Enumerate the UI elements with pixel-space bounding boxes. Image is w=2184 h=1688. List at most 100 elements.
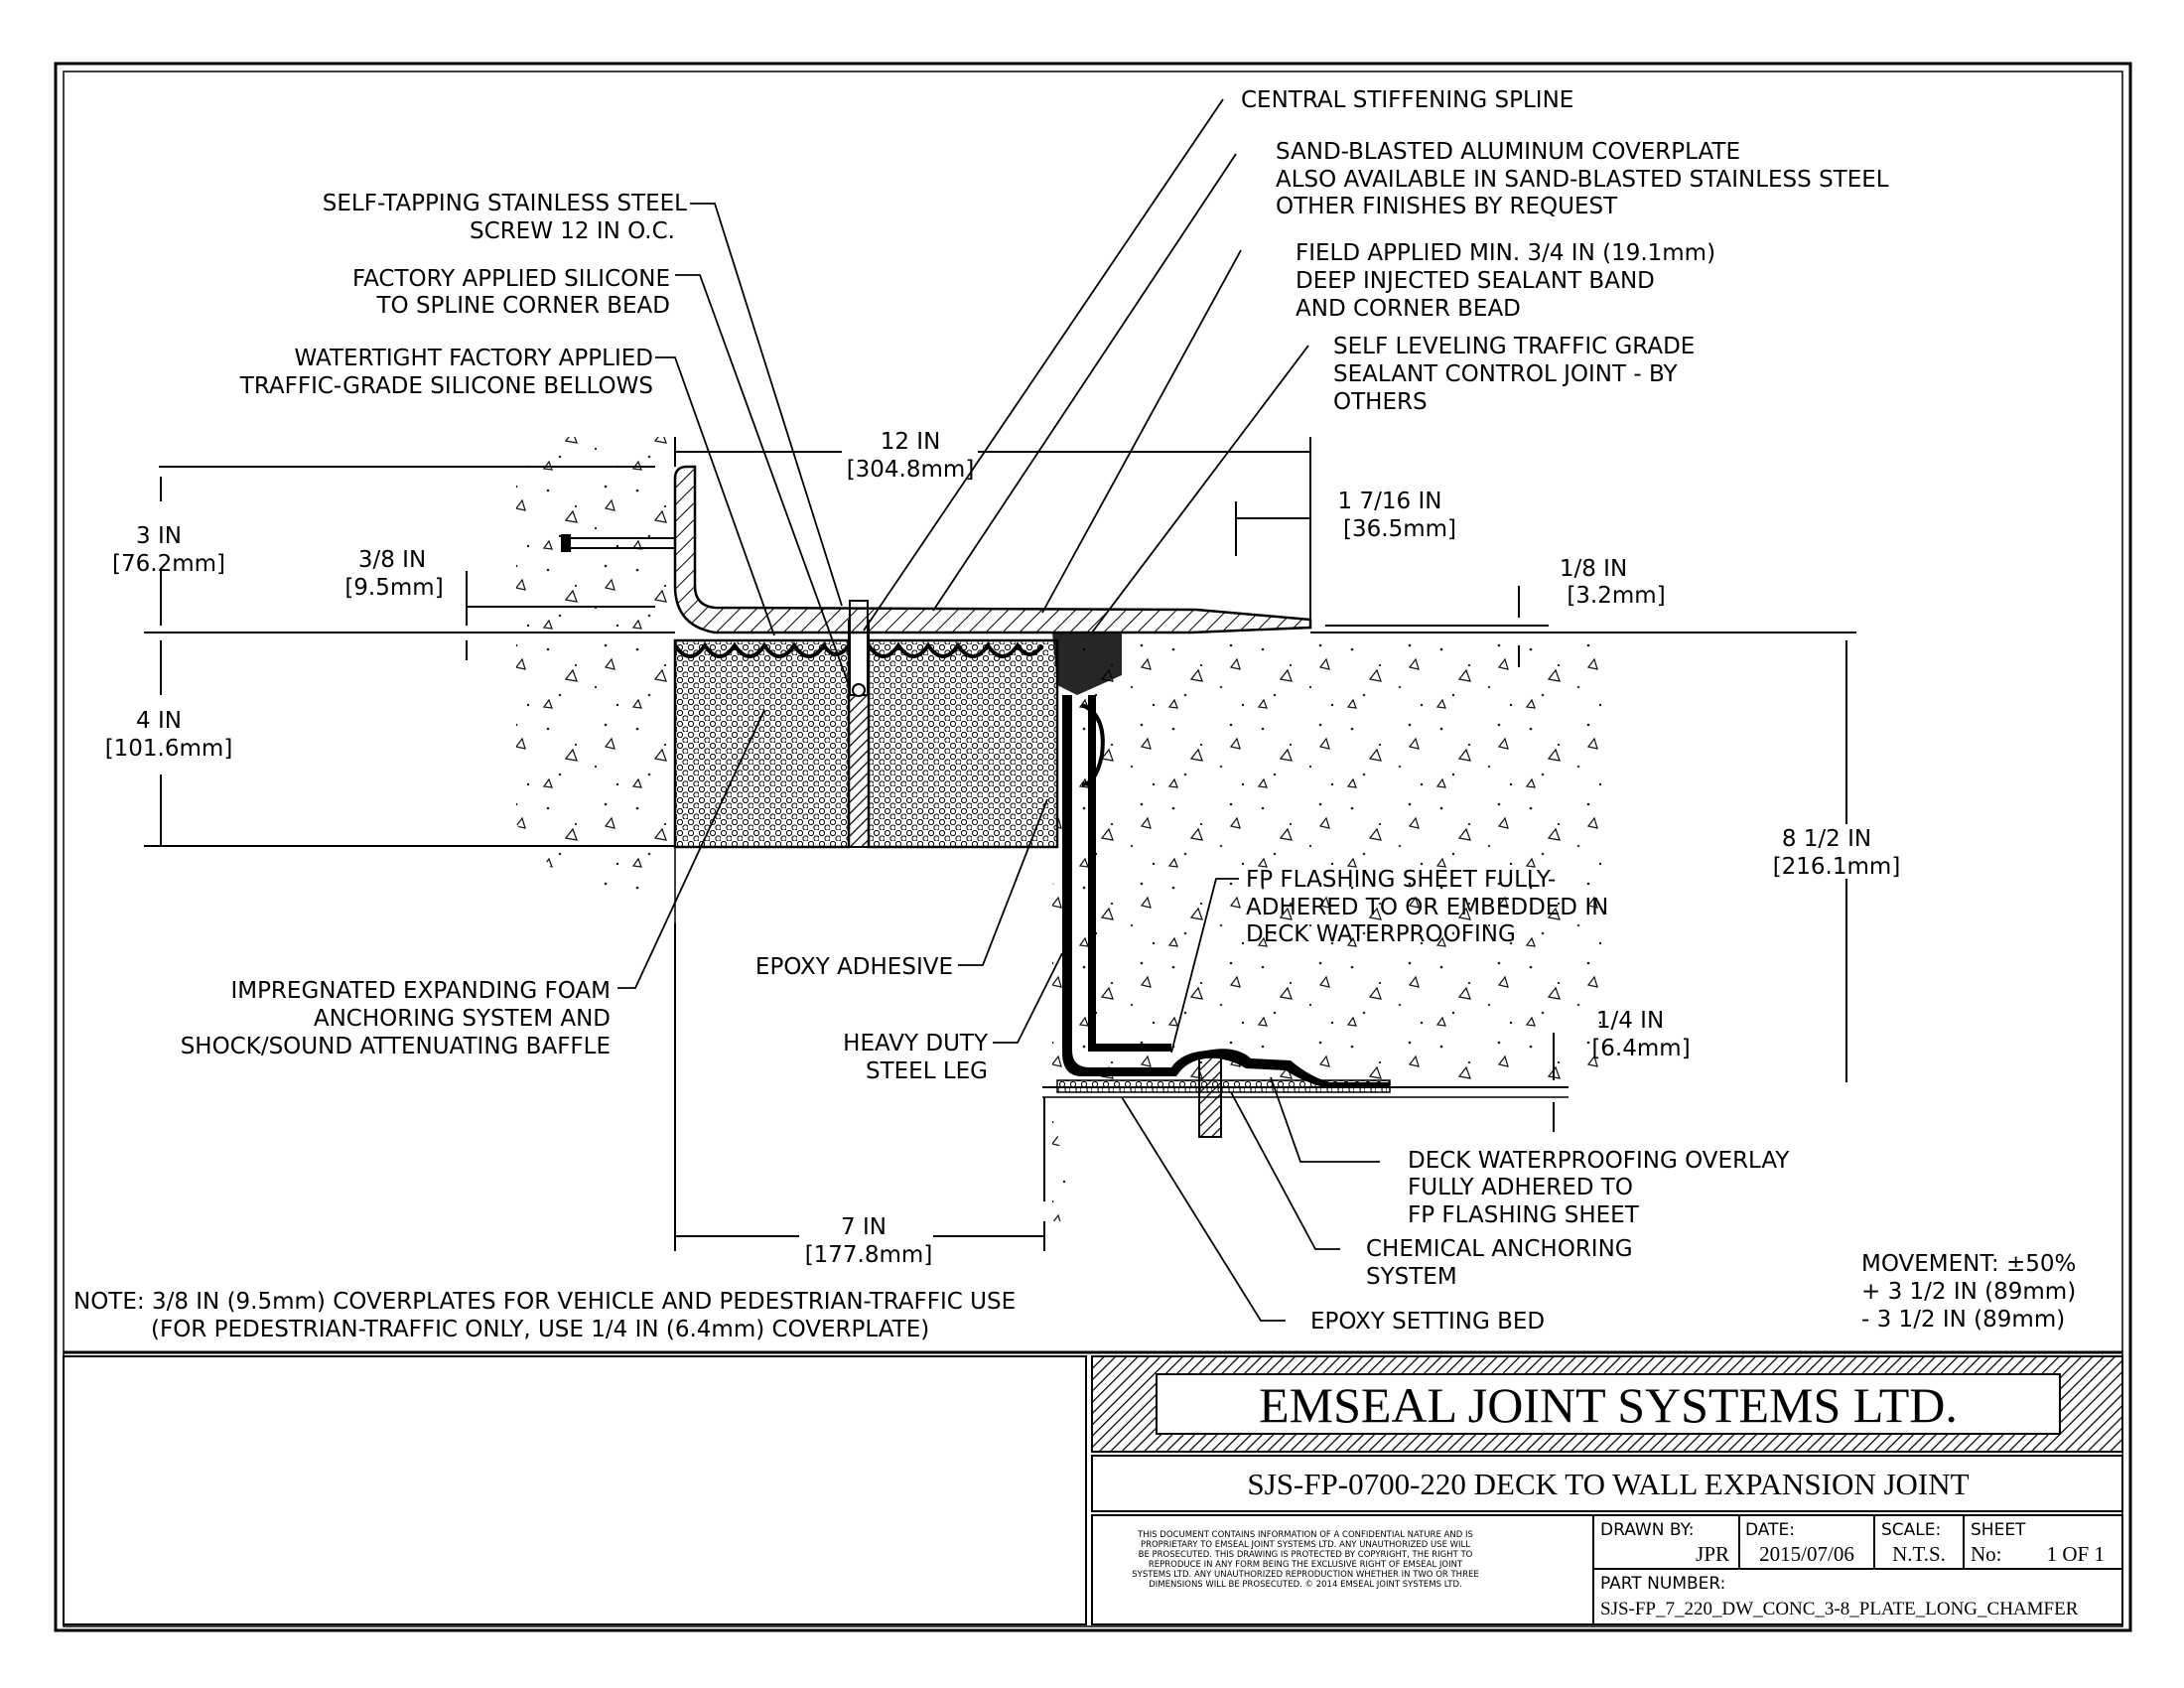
svg-text:OTHERS: OTHERS [1333,389,1428,415]
company-name: EMSEAL JOINT SYSTEMS LTD. [1259,1377,1958,1433]
svg-text:[76.2mm]: [76.2mm] [112,551,225,577]
label-deck-overlay: DECK WATERPROOFING OVERLAY FULLY ADHERED… [1408,1148,1790,1228]
outer-border [54,62,2132,1632]
blank-panel [63,1355,1087,1625]
svg-text:[177.8mm]: [177.8mm] [805,1242,933,1268]
svg-text:SAND-BLASTED ALUMINUM COVERPLA: SAND-BLASTED ALUMINUM COVERPLATE [1276,139,1740,165]
svg-text:SYSTEMS LTD. ANY UNAUTHORIZED: SYSTEMS LTD. ANY UNAUTHORIZED REPRODUCTI… [1132,1570,1478,1580]
dim-text-14: 1/4 IN [6.4mm] [1591,1008,1690,1061]
svg-text:- 3 1/2 IN (89mm): - 3 1/2 IN (89mm) [1861,1307,2065,1333]
left-concrete [516,437,675,894]
info-grid [1592,1515,2122,1624]
right-concrete [1052,635,1608,1221]
svg-text:FULLY ADHERED TO: FULLY ADHERED TO [1408,1175,1633,1200]
label-chemical-anchor: CHEMICAL ANCHORING SYSTEM [1366,1236,1633,1290]
title-panel [1091,1455,2123,1512]
svg-text:ADHERED TO OR EMBEDDED IN: ADHERED TO OR EMBEDDED IN [1246,895,1608,920]
dim-1-7-16 [1235,501,1310,556]
svg-text:STEEL LEG: STEEL LEG [866,1058,988,1084]
silicone-bellows [673,641,1044,658]
svg-text:OTHER FINISHES BY REQUEST: OTHER FINISHES BY REQUEST [1276,194,1618,219]
wall-bulb [1081,703,1105,786]
part-number: SJS-FP_7_220_DW_CONC_3-8_PLATE_LONG_CHAM… [1600,1599,2079,1619]
svg-text:(FOR PEDESTRIAN-TRAFFIC ONLY,: (FOR PEDESTRIAN-TRAFFIC ONLY, USE 1/4 IN… [151,1317,929,1342]
dim-7in [674,923,1045,1251]
epoxy-setting-bed [1056,1079,1391,1093]
svg-text:SELF-TAPPING STAINLESS STEEL: SELF-TAPPING STAINLESS STEEL [323,191,687,216]
fp-flashing-sheet [1088,695,1171,1052]
date-label: DATE: [1745,1520,1795,1540]
scale: N.T.S. [1892,1542,1946,1566]
foam-block-right [867,638,1059,849]
svg-text:4 IN: 4 IN [136,708,182,734]
dim-1-8 [1325,586,1549,667]
coverplate [673,465,1312,634]
svg-text:3 IN: 3 IN [136,523,182,549]
svg-text:SELF LEVELING TRAFFIC GRADE: SELF LEVELING TRAFFIC GRADE [1333,334,1695,359]
svg-text:IMPREGNATED EXPANDING FOAM: IMPREGNATED EXPANDING FOAM [230,978,611,1004]
svg-text:1/8 IN: 1/8 IN [1560,556,1627,582]
svg-text:PROPRIETARY TO EMSEAL JOINT SY: PROPRIETARY TO EMSEAL JOINT SYSTEMS LTD.… [1141,1540,1470,1550]
svg-text:DECK WATERPROOFING: DECK WATERPROOFING [1246,921,1516,947]
label-field-sealant: FIELD APPLIED MIN. 3/4 IN (19.1mm) DEEP … [1296,240,1715,322]
sheet-label: SHEET [1971,1520,2026,1540]
svg-text:ALSO AVAILABLE IN SAND-BLASTED: ALSO AVAILABLE IN SAND-BLASTED STAINLESS… [1276,167,1889,193]
svg-text:CHEMICAL ANCHORING: CHEMICAL ANCHORING [1366,1236,1633,1262]
label-foam: IMPREGNATED EXPANDING FOAM ANCHORING SYS… [181,978,611,1059]
label-silicone: FACTORY APPLIED SILICONE TO SPLINE CORNE… [352,266,670,319]
svg-text:FACTORY APPLIED SILICONE: FACTORY APPLIED SILICONE [352,266,670,292]
svg-text:SCREW 12 IN O.C.: SCREW 12 IN O.C. [470,218,675,244]
drawn-by: JPR [1696,1542,1729,1566]
foam-block-left [673,638,851,849]
dim-text-18: 1/8 IN [3.2mm] [1560,556,1666,609]
dim-text-1716: 1 7/16 IN [36.5mm] [1338,489,1456,542]
svg-text:THIS DOCUMENT CONTAINS INFORMA: THIS DOCUMENT CONTAINS INFORMATION OF A … [1137,1530,1473,1540]
chemical-anchor [1198,1052,1222,1138]
svg-text:FP FLASHING SHEET FULLY-: FP FLASHING SHEET FULLY- [1246,867,1556,893]
svg-text:[304.8mm]: [304.8mm] [847,457,975,483]
svg-text:HEAVY DUTY: HEAVY DUTY [843,1031,989,1056]
svg-text:SHOCK/SOUND ATTENUATING BAFFLE: SHOCK/SOUND ATTENUATING BAFFLE [181,1034,611,1059]
part-number-label: PART NUMBER: [1600,1574,1725,1594]
svg-text:DIMENSIONS WILL BE PROSECUTED.: DIMENSIONS WILL BE PROSECUTED. © 2014 EM… [1149,1580,1462,1590]
company-name-box [1156,1373,2061,1435]
dim-left [159,466,655,846]
anchor-bolt-head [561,534,571,552]
dim-text-38: 3/8 IN [9.5mm] [344,547,443,601]
svg-text:DECK WATERPROOFING OVERLAY: DECK WATERPROOFING OVERLAY [1408,1148,1790,1174]
svg-text:SYSTEM: SYSTEM [1366,1264,1457,1290]
note-text: NOTE: 3/8 IN (9.5mm) COVERPLATES FOR VEH… [73,1289,1016,1342]
label-fp-flashing: FP FLASHING SHEET FULLY- ADHERED TO OR E… [1246,867,1608,947]
svg-text:NOTE: 3/8 IN (9.5mm) COVERPLAT: NOTE: 3/8 IN (9.5mm) COVERPLATES FOR VEH… [73,1289,1016,1315]
svg-text:8 1/2 IN: 8 1/2 IN [1782,826,1871,852]
svg-text:AND CORNER BEAD: AND CORNER BEAD [1296,296,1521,322]
svg-text:1/4 IN: 1/4 IN [1596,1008,1664,1034]
svg-text:TRAFFIC-GRADE SILICONE BELLOWS: TRAFFIC-GRADE SILICONE BELLOWS [239,373,653,399]
date: 2015/07/06 [1759,1542,1854,1566]
svg-text:FP FLASHING SHEET: FP FLASHING SHEET [1408,1202,1640,1228]
svg-text:BE PROSECUTED. THIS DRAWING IS: BE PROSECUTED. THIS DRAWING IS PROTECTED… [1139,1550,1473,1560]
svg-text:[6.4mm]: [6.4mm] [1591,1036,1690,1061]
label-central-spline: CENTRAL STIFFENING SPLINE [1241,87,1573,113]
svg-text:MOVEMENT: ±50%: MOVEMENT: ±50% [1861,1251,2076,1277]
svg-text:[216.1mm]: [216.1mm] [1773,854,1901,880]
screw-tip [852,683,866,697]
label-steel-leg: HEAVY DUTY STEEL LEG [843,1031,989,1084]
label-epoxy-adhesive: EPOXY ADHESIVE [755,954,953,980]
svg-text:WATERTIGHT FACTORY APPLIED: WATERTIGHT FACTORY APPLIED [295,346,653,371]
svg-text:[101.6mm]: [101.6mm] [105,736,233,762]
scale-label: SCALE: [1881,1520,1941,1540]
dim-text-12: 12 IN [304.8mm] [847,429,975,483]
label-bellows: WATERTIGHT FACTORY APPLIED TRAFFIC-GRADE… [239,346,653,399]
svg-text:[36.5mm]: [36.5mm] [1343,516,1456,542]
label-screw: SELF-TAPPING STAINLESS STEEL SCREW 12 IN… [323,191,687,244]
svg-text:REPRODUCE IN ANY FORM BEING TH: REPRODUCE IN ANY FORM BEING THE EXCLUSIV… [1149,1560,1463,1570]
svg-text:SEALANT CONTROL JOINT - BY: SEALANT CONTROL JOINT - BY [1333,361,1679,387]
svg-text:FIELD APPLIED MIN. 3/4 IN (19.: FIELD APPLIED MIN. 3/4 IN (19.1mm) [1296,240,1715,266]
svg-text:1 7/16 IN: 1 7/16 IN [1338,489,1442,514]
dim-text-4: 4 IN [101.6mm] [105,708,233,762]
sealant-corner-bead [1052,633,1122,695]
drawn-by-label: DRAWN BY: [1600,1520,1694,1540]
dim-text-812: 8 1/2 IN [216.1mm] [1773,826,1901,880]
